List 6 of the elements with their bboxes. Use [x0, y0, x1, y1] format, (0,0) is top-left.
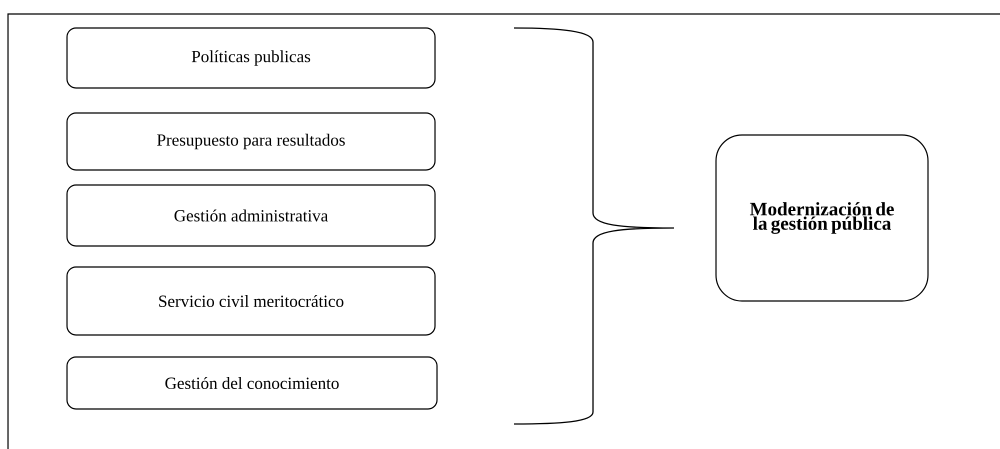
- component-box: Servicio civil meritocrático: [66, 266, 436, 336]
- component-box: Políticas publicas: [66, 27, 436, 89]
- component-box: Gestión del conocimiento: [66, 356, 438, 410]
- component-box: Presupuesto para resultados: [66, 112, 436, 171]
- component-box: Gestión administrativa: [66, 184, 436, 247]
- concept-box: Modernización de la gestión pública: [715, 134, 929, 302]
